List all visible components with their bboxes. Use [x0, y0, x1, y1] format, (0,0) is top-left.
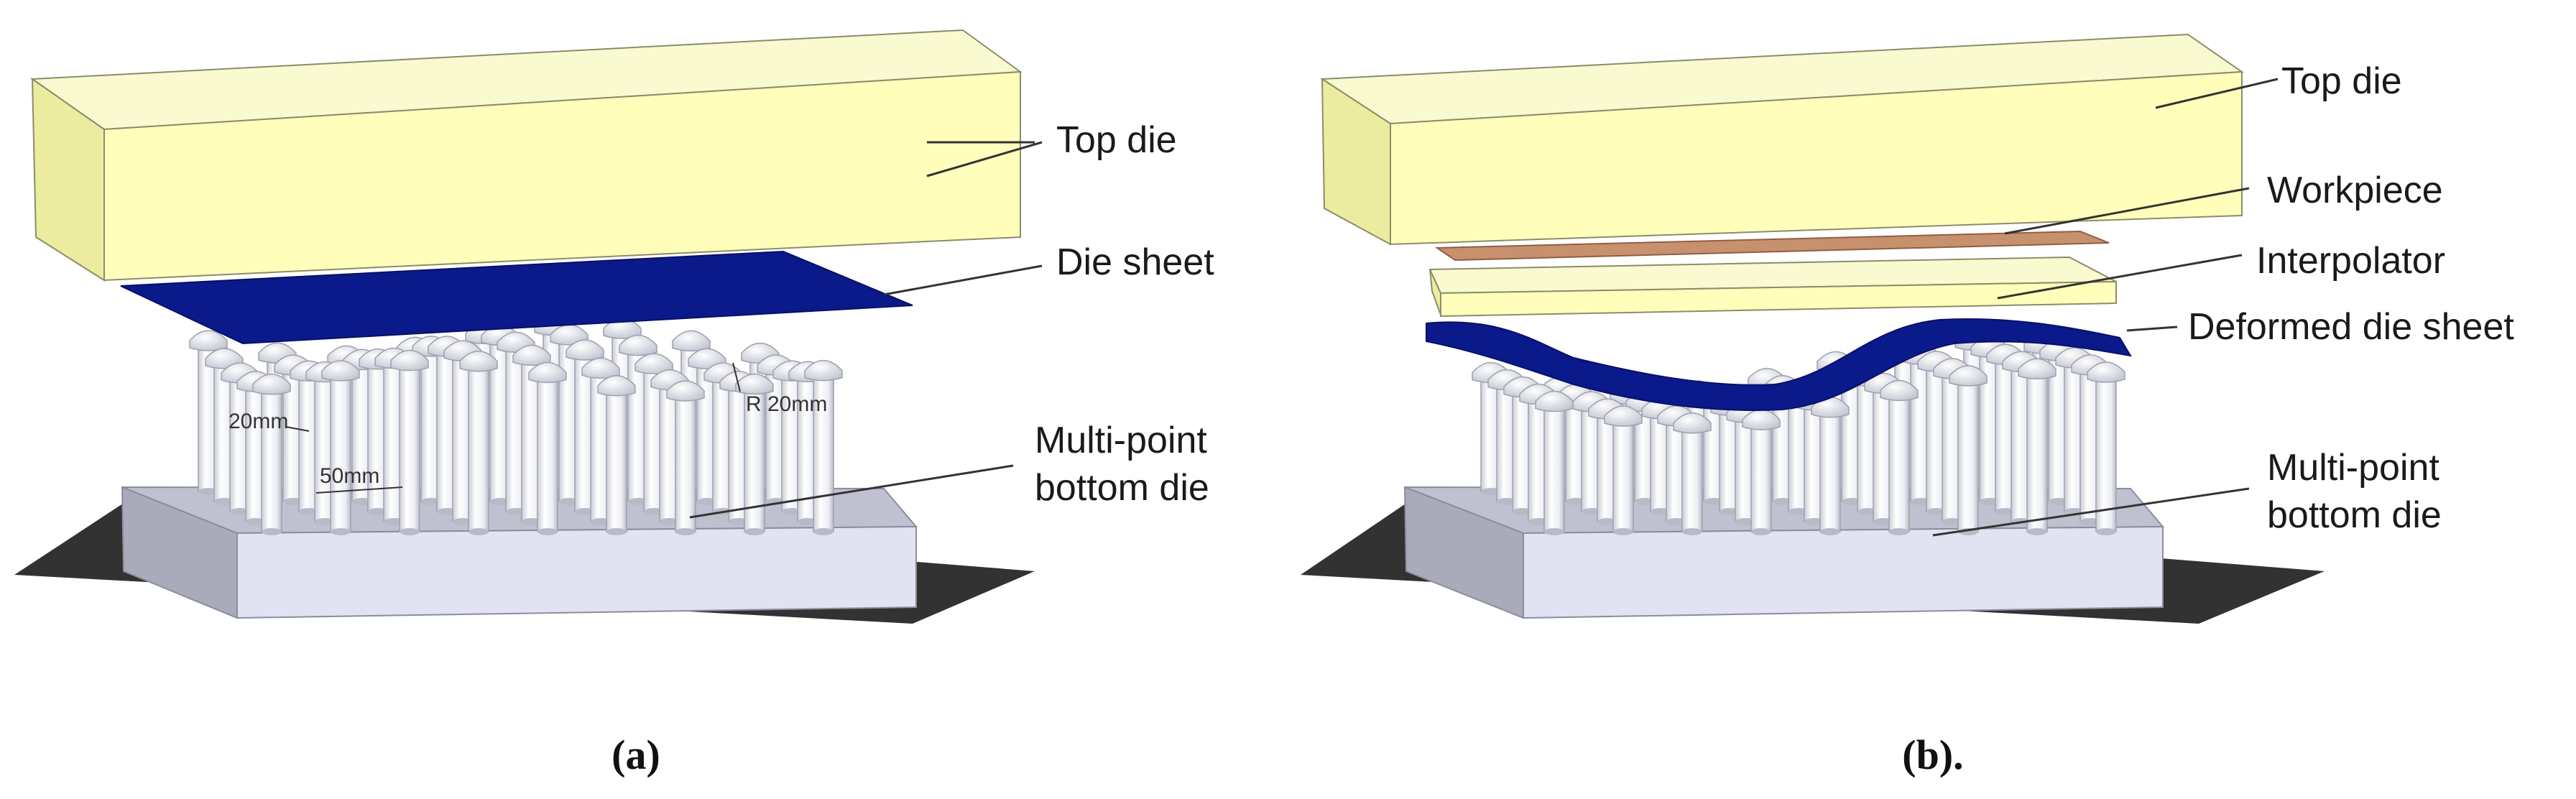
- pin: [1535, 390, 1574, 535]
- top-die-front-face: [1390, 70, 2243, 246]
- dimension-annotations-a: 20mm 50mm R 20mm: [228, 362, 827, 494]
- workpiece-b: [1434, 230, 2110, 262]
- label-top-die-b: Top die: [2281, 60, 2402, 102]
- pin: [1604, 405, 1643, 535]
- pin: [459, 351, 498, 535]
- pin: [2087, 361, 2125, 535]
- label-interpolator-b: Interpolator: [2256, 240, 2445, 282]
- base-front-face: [236, 525, 917, 619]
- dim-pin-height: 20mm: [228, 410, 288, 433]
- pin: [390, 350, 429, 535]
- pin: [321, 360, 360, 535]
- pin: [528, 361, 567, 535]
- label-top-die-a: Top die: [1056, 119, 1177, 161]
- caption-b: (b).: [1902, 731, 1963, 778]
- top-die-front-face: [103, 70, 1021, 282]
- leader-die-sheet-a: [883, 264, 1043, 296]
- pin: [804, 360, 843, 535]
- top-die-b: [1319, 33, 2244, 246]
- dim-pin-spacing: 50mm: [320, 464, 379, 488]
- leader-top-die-a-line: [926, 141, 1043, 177]
- leader-deformed-die-sheet-b: [2126, 325, 2178, 332]
- label-bottom-die-b-line1: Multi-point: [2267, 447, 2439, 489]
- die-sheet-a: [120, 250, 913, 345]
- leader-workpiece-b: [2004, 187, 2250, 235]
- pin: [2018, 358, 2056, 535]
- caption-a: (a): [611, 731, 660, 778]
- label-bottom-die-a-line1: Multi-point: [1035, 420, 1207, 461]
- pin: [252, 374, 291, 535]
- label-bottom-die-b-line2: bottom die: [2267, 494, 2442, 536]
- panel-a: 20mm 50mm R 20mm Top die Die sheet Multi…: [14, 29, 1214, 778]
- pin: [1880, 379, 1919, 535]
- pin: [597, 375, 636, 535]
- leader-top-die-b: [2155, 78, 2279, 109]
- deformed-die-sheet-b: [1426, 318, 2132, 411]
- leader-bottom-die-b: [1932, 487, 2250, 537]
- interpolator-b: [1428, 256, 2117, 318]
- dim-pin-radius: R 20mm: [746, 392, 827, 416]
- pin: [1949, 365, 1988, 535]
- pin: [1742, 409, 1781, 535]
- label-bottom-die-a-line2: bottom die: [1035, 467, 1209, 509]
- top-die-a: [30, 29, 1022, 282]
- leader-interpolator-b: [1997, 254, 2243, 300]
- pin: [1673, 412, 1712, 535]
- pin: [666, 380, 705, 535]
- label-deformed-die-sheet-b: Deformed die sheet: [2188, 306, 2514, 348]
- pin: [1811, 397, 1850, 535]
- leader-bottom-die-a: [689, 464, 1014, 519]
- label-die-sheet-a: Die sheet: [1056, 241, 1214, 283]
- base-front-face: [1523, 525, 2164, 619]
- label-workpiece-b: Workpiece: [2267, 170, 2443, 211]
- panel-b: Top die Workpiece Interpolator Deformed …: [1301, 33, 2514, 778]
